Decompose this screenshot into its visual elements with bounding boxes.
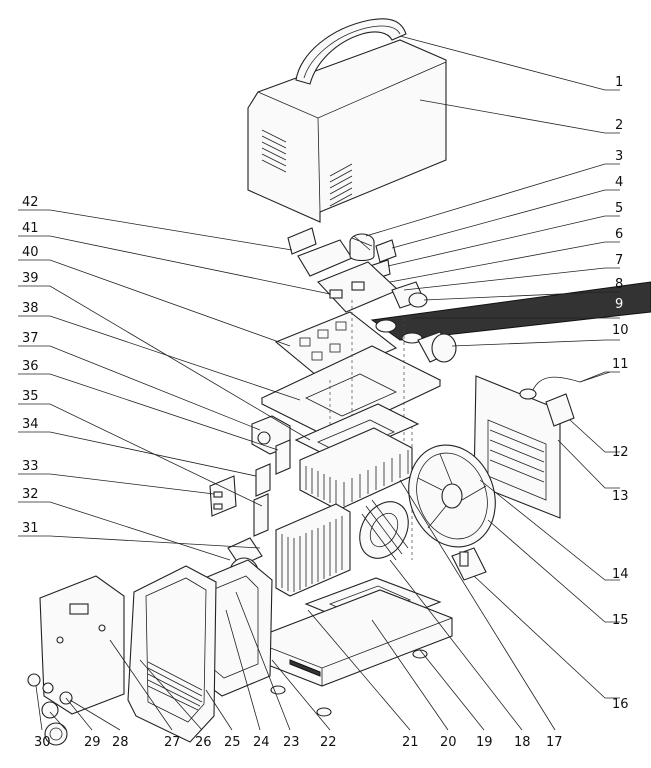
rubber-feet [270, 649, 428, 717]
callout-6: 6 [615, 227, 623, 242]
callout-36: 36 [22, 359, 39, 374]
callout-22: 22 [320, 735, 337, 750]
callout-17: 17 [546, 735, 563, 750]
callout-10: 10 [612, 323, 629, 338]
bottom-chassis [249, 589, 453, 687]
callout-33: 33 [22, 459, 39, 474]
callout-34: 34 [22, 417, 39, 432]
callout-numbers: 1 2 3 4 5 6 7 8 9 10 11 12 13 14 15 16 1… [22, 75, 629, 750]
callout-4: 4 [615, 175, 623, 190]
callout-9: 9 [615, 297, 623, 312]
power-switch [519, 371, 611, 427]
callout-12: 12 [612, 445, 629, 460]
top-cover [247, 39, 447, 223]
callout-5: 5 [615, 201, 623, 216]
capacitor [417, 331, 457, 363]
callout-7: 7 [615, 253, 623, 268]
small-board-bracket [287, 227, 353, 277]
large-fan [408, 444, 496, 548]
callout-24: 24 [253, 735, 270, 750]
callout-26: 26 [195, 735, 212, 750]
callout-31: 31 [22, 521, 39, 536]
callout-16: 16 [612, 697, 629, 712]
callout-14: 14 [612, 567, 629, 582]
main-pcb [274, 311, 398, 381]
callout-30: 30 [34, 735, 51, 750]
callout-19: 19 [476, 735, 493, 750]
callout-41: 41 [22, 221, 39, 236]
callout-39: 39 [22, 271, 39, 286]
callout-40: 40 [22, 245, 39, 260]
mounting-plate [260, 345, 442, 439]
power-cable [370, 281, 651, 344]
callout-11: 11 [612, 357, 629, 372]
callout-38: 38 [22, 301, 39, 316]
callout-21: 21 [402, 735, 419, 750]
callout-28: 28 [112, 735, 129, 750]
diode-brackets [209, 439, 291, 537]
small-heatsink [275, 503, 351, 597]
callout-32: 32 [22, 487, 39, 502]
control-panel-plate [39, 575, 125, 715]
callout-23: 23 [283, 735, 300, 750]
leader-lines [18, 35, 620, 731]
callout-3: 3 [615, 149, 623, 164]
callout-15: 15 [612, 613, 629, 628]
callout-35: 35 [22, 389, 39, 404]
front-bezel [127, 565, 217, 743]
callout-13: 13 [612, 489, 629, 504]
handle [295, 18, 407, 85]
connector-block [391, 281, 428, 309]
callout-1: 1 [615, 75, 623, 90]
callout-27: 27 [164, 735, 181, 750]
callout-18: 18 [514, 735, 531, 750]
callout-37: 37 [22, 331, 39, 346]
toroid-transformer [349, 233, 375, 262]
callout-2: 2 [615, 118, 623, 133]
output-terminal [451, 547, 487, 581]
callout-42: 42 [22, 195, 39, 210]
callout-20: 20 [440, 735, 457, 750]
callout-29: 29 [84, 735, 101, 750]
callout-8: 8 [615, 277, 623, 292]
choke-coil [359, 499, 409, 561]
callout-25: 25 [224, 735, 241, 750]
